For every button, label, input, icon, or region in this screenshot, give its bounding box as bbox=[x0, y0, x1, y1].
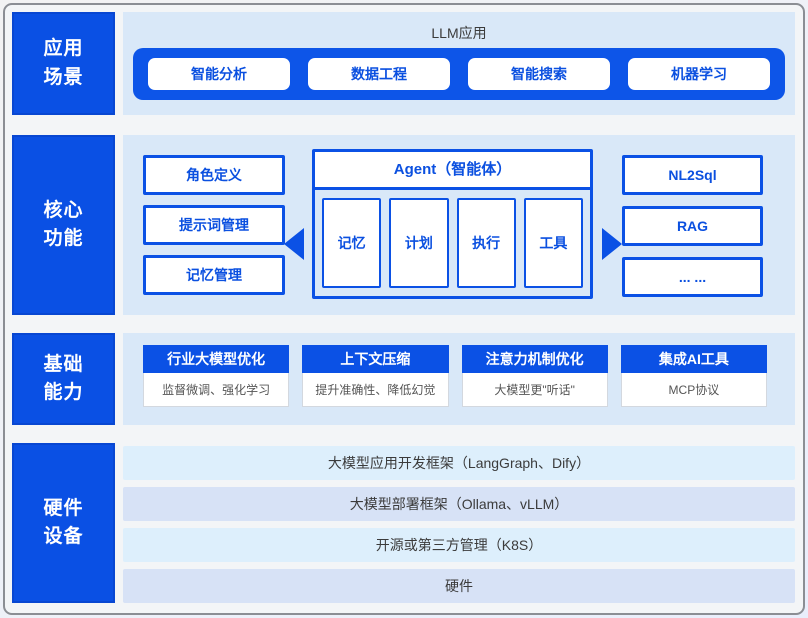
box-ellipsis: ... ... bbox=[622, 257, 763, 297]
card-integrated-ai-tools: 集成AI工具 MCP协议 bbox=[620, 345, 767, 425]
arrow-left-icon bbox=[284, 228, 304, 260]
card-title: 注意力机制优化 bbox=[461, 345, 608, 373]
llm-application-title: LLM应用 bbox=[431, 25, 487, 41]
agent-part-tools: 工具 bbox=[523, 198, 583, 288]
agent-body: 记忆 计划 执行 工具 bbox=[315, 190, 590, 296]
card-desc: 监督微调、强化学习 bbox=[143, 373, 290, 407]
panel-llm-applications: LLM应用 智能分析 数据工程 智能搜索 机器学习 bbox=[123, 12, 795, 115]
box-nl2sql: NL2Sql bbox=[622, 155, 763, 195]
box-memory-management: 记忆管理 bbox=[143, 255, 285, 295]
card-title: 集成AI工具 bbox=[620, 345, 767, 373]
card-industry-model-optimization: 行业大模型优化 监督微调、强化学习 bbox=[143, 345, 290, 425]
card-title: 上下文压缩 bbox=[302, 345, 449, 373]
pill-data-engineering: 数据工程 bbox=[308, 58, 450, 90]
stack-bar-app-dev-framework: 大模型应用开发框架（LangGraph、Dify） bbox=[123, 446, 795, 480]
pill-machine-learning: 机器学习 bbox=[628, 58, 770, 90]
left-label-core-functions: 核心 功能 bbox=[12, 135, 115, 315]
llm-application-bar: 智能分析 数据工程 智能搜索 机器学习 bbox=[133, 48, 785, 100]
card-title: 行业大模型优化 bbox=[143, 345, 290, 373]
stack-bar-third-party-management: 开源或第三方管理（K8S） bbox=[123, 528, 795, 562]
panel-basic-capabilities: 行业大模型优化 监督微调、强化学习 上下文压缩 提升准确性、降低幻觉 注意力机制… bbox=[123, 333, 795, 425]
card-desc: MCP协议 bbox=[620, 373, 767, 407]
box-rag: RAG bbox=[622, 206, 763, 246]
agent-part-memory: 记忆 bbox=[322, 198, 382, 288]
agent-box: Agent（智能体） 记忆 计划 执行 工具 bbox=[312, 149, 593, 299]
left-label-basic-capabilities: 基础 能力 bbox=[12, 333, 115, 425]
stack-bar-hardware: 硬件 bbox=[123, 569, 795, 603]
left-label-hardware-devices: 硬件 设备 bbox=[12, 443, 115, 603]
pill-intelligent-analysis: 智能分析 bbox=[148, 58, 290, 90]
pill-intelligent-search: 智能搜索 bbox=[468, 58, 610, 90]
agent-title: Agent（智能体） bbox=[315, 152, 590, 190]
card-attention-mechanism-optimization: 注意力机制优化 大模型更"听话" bbox=[461, 345, 608, 425]
card-context-compression: 上下文压缩 提升准确性、降低幻觉 bbox=[302, 345, 449, 425]
card-desc: 提升准确性、降低幻觉 bbox=[302, 373, 449, 407]
stack-bar-deployment-framework: 大模型部署框架（Ollama、vLLM） bbox=[123, 487, 795, 521]
box-prompt-management: 提示词管理 bbox=[143, 205, 285, 245]
panel-core-functions: 角色定义 提示词管理 记忆管理 Agent（智能体） 记忆 计划 执行 工具 N… bbox=[123, 135, 795, 315]
core-left-stack: 角色定义 提示词管理 记忆管理 bbox=[143, 155, 285, 295]
core-right-stack: NL2Sql RAG ... ... bbox=[622, 155, 763, 297]
agent-part-execution: 执行 bbox=[456, 198, 516, 288]
arrow-right-icon bbox=[602, 228, 622, 260]
box-role-definition: 角色定义 bbox=[143, 155, 285, 195]
left-label-application-scenarios: 应用 场景 bbox=[12, 12, 115, 115]
card-desc: 大模型更"听话" bbox=[461, 373, 608, 407]
agent-part-planning: 计划 bbox=[389, 198, 449, 288]
